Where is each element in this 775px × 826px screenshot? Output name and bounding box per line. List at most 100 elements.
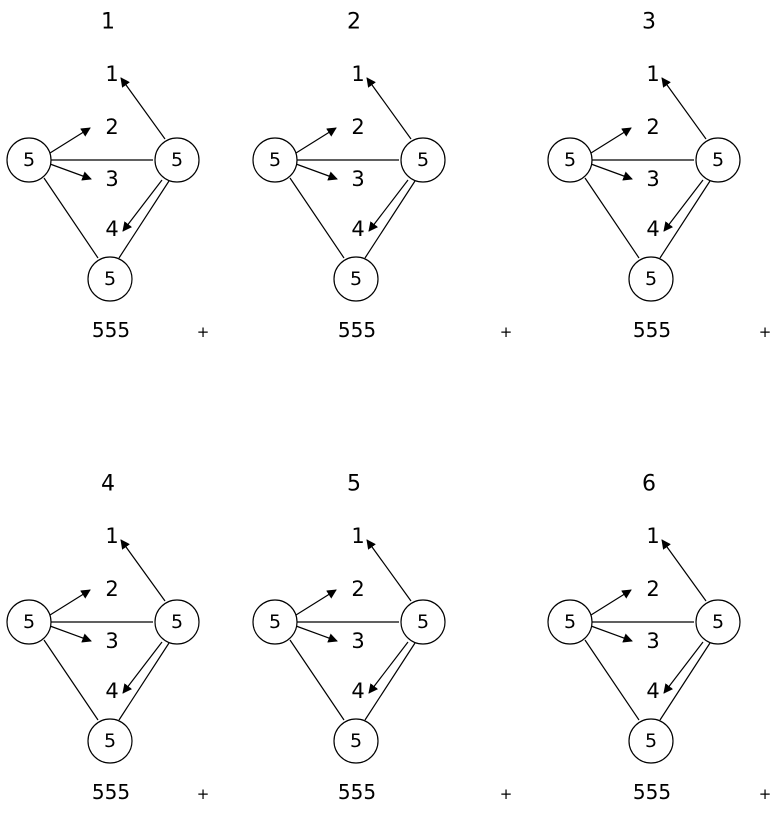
node-right-circle (695, 599, 741, 645)
diagram-caption: 555 (92, 318, 130, 342)
node-left-circle (6, 137, 52, 183)
node-bottom-circle (87, 718, 133, 764)
endpoint-label-2: 2 (646, 577, 659, 601)
node-left-value: 5 (23, 149, 35, 171)
node-bottom-value: 5 (104, 268, 116, 290)
arrow-to-2 (49, 127, 91, 154)
node-right-circle (154, 599, 200, 645)
node-bottom-circle (628, 718, 674, 764)
diagram-caption: 555 (338, 780, 376, 804)
diagram-title: 6 (642, 472, 656, 497)
endpoint-label-3: 3 (351, 629, 364, 653)
node-bottom-value: 5 (350, 730, 362, 752)
arrow-to-3 (295, 163, 338, 181)
arrow-to-1 (366, 539, 412, 602)
node-left-value: 5 (564, 149, 576, 171)
node-bottom-circle (333, 256, 379, 302)
arrow-to-3 (590, 625, 633, 643)
endpoint-label-1: 1 (351, 62, 364, 86)
endpoint-label-1: 1 (351, 524, 364, 548)
node-right-circle (154, 137, 200, 183)
diagram-title: 5 (347, 472, 361, 497)
endpoint-label-4: 4 (646, 679, 659, 703)
node-bottom-value: 5 (645, 730, 657, 752)
arrow-to-4 (368, 179, 409, 232)
arrow-to-4 (663, 179, 704, 232)
edge-left-bottom (289, 639, 345, 721)
edge-right-bottom (659, 180, 711, 259)
endpoint-label-4: 4 (646, 217, 659, 241)
node-bottom-circle (628, 256, 674, 302)
endpoint-label-2: 2 (646, 115, 659, 139)
endpoint-label-2: 2 (105, 115, 118, 139)
arrow-to-2 (295, 127, 337, 154)
endpoint-label-4: 4 (105, 217, 118, 241)
arrow-to-4 (663, 641, 704, 694)
diagram-title: 1 (101, 10, 115, 35)
node-left-circle (252, 599, 298, 645)
edge-left-bottom (43, 639, 99, 721)
endpoint-label-4: 4 (105, 679, 118, 703)
arrow-to-2 (49, 589, 91, 616)
node-right-circle (400, 599, 446, 645)
edge-right-bottom (118, 180, 170, 259)
arrow-to-1 (661, 77, 707, 140)
node-left-value: 5 (23, 611, 35, 633)
plus-sign: + (759, 323, 772, 341)
node-bottom-value: 5 (645, 268, 657, 290)
node-left-circle (547, 137, 593, 183)
endpoint-label-1: 1 (105, 524, 118, 548)
node-right-value: 5 (712, 611, 724, 633)
plus-sign: + (197, 785, 210, 803)
arrow-to-3 (49, 625, 92, 643)
arrow-to-4 (122, 179, 163, 232)
edge-left-bottom (289, 177, 345, 259)
endpoint-label-2: 2 (351, 577, 364, 601)
arrow-to-4 (122, 641, 163, 694)
edge-right-bottom (364, 642, 416, 721)
edge-left-bottom (584, 639, 640, 721)
node-bottom-value: 5 (104, 730, 116, 752)
plus-sign: + (500, 323, 513, 341)
endpoint-label-2: 2 (105, 577, 118, 601)
node-right-circle (400, 137, 446, 183)
arrow-to-2 (590, 127, 632, 154)
node-left-circle (252, 137, 298, 183)
arrow-to-2 (295, 589, 337, 616)
node-left-circle (547, 599, 593, 645)
node-bottom-circle (333, 718, 379, 764)
node-right-value: 5 (171, 611, 183, 633)
node-left-value: 5 (564, 611, 576, 633)
diagram-caption: 555 (92, 780, 130, 804)
node-right-value: 5 (417, 611, 429, 633)
arrow-to-1 (120, 539, 166, 602)
arrow-to-2 (590, 589, 632, 616)
endpoint-label-3: 3 (646, 629, 659, 653)
node-bottom-circle (87, 256, 133, 302)
endpoint-label-3: 3 (105, 167, 118, 191)
edge-left-bottom (43, 177, 99, 259)
edge-right-bottom (364, 180, 416, 259)
arrow-to-1 (366, 77, 412, 140)
endpoint-label-1: 1 (646, 62, 659, 86)
node-right-circle (695, 137, 741, 183)
node-right-value: 5 (171, 149, 183, 171)
node-right-value: 5 (712, 149, 724, 171)
endpoint-label-4: 4 (351, 217, 364, 241)
endpoint-label-3: 3 (351, 167, 364, 191)
plus-sign: + (197, 323, 210, 341)
node-left-value: 5 (269, 149, 281, 171)
node-right-value: 5 (417, 149, 429, 171)
node-bottom-value: 5 (350, 268, 362, 290)
endpoint-label-4: 4 (351, 679, 364, 703)
arrow-to-3 (49, 163, 92, 181)
node-left-circle (6, 599, 52, 645)
endpoint-label-1: 1 (105, 62, 118, 86)
arrow-to-3 (590, 163, 633, 181)
diagram-title: 4 (101, 472, 115, 497)
